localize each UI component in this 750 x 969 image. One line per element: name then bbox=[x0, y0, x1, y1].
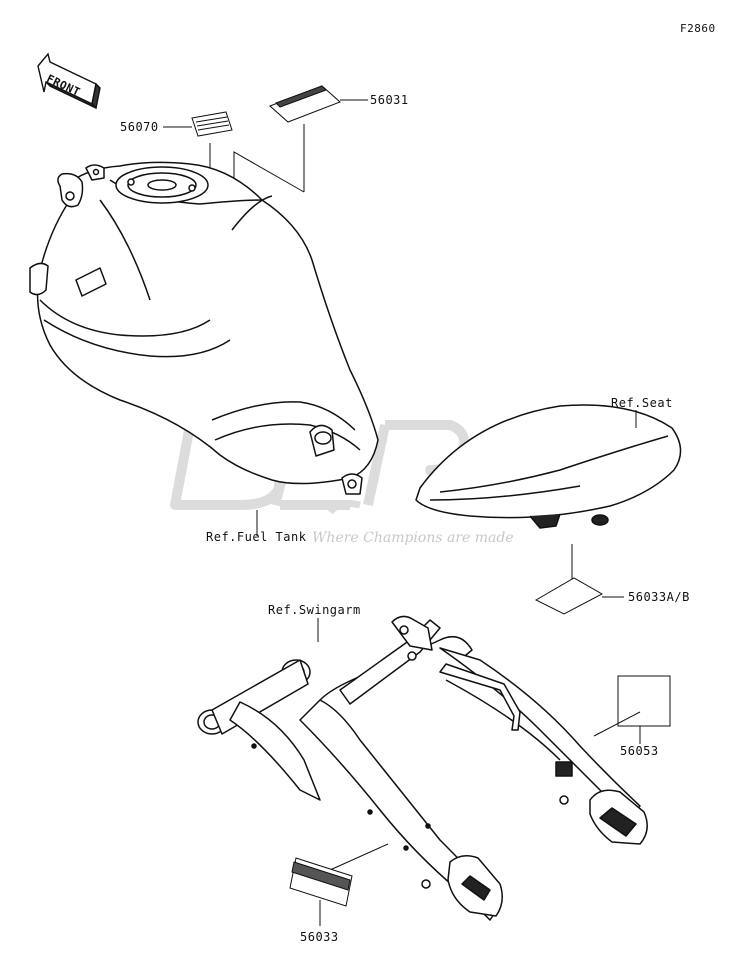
decal-56053 bbox=[617, 675, 671, 727]
decal-56033ab bbox=[534, 577, 604, 615]
figure-code: F2860 bbox=[680, 22, 716, 35]
callout-56070: 56070 bbox=[120, 120, 159, 134]
callout-ref-swingarm: Ref.Swingarm bbox=[268, 603, 361, 617]
callout-56033: 56033 bbox=[300, 930, 339, 944]
leader-56053-a bbox=[593, 711, 641, 737]
decal-56033 bbox=[289, 857, 353, 907]
leader-56033-swingarm bbox=[329, 843, 389, 871]
seat bbox=[415, 404, 682, 529]
callout-56031: 56031 bbox=[370, 93, 409, 107]
watermark-tagline: Where Champions are made bbox=[312, 530, 514, 546]
decal-56031 bbox=[269, 85, 341, 123]
front-arrow-icon bbox=[37, 52, 101, 110]
callout-ref-fuel-tank: Ref.Fuel Tank bbox=[206, 530, 307, 544]
fuel-tank bbox=[29, 161, 379, 495]
decal-56070 bbox=[191, 111, 233, 137]
callout-56053: 56053 bbox=[620, 744, 659, 758]
callout-56033ab: 56033A/B bbox=[628, 590, 690, 604]
callout-ref-seat: Ref.Seat bbox=[611, 396, 673, 410]
swingarm bbox=[197, 615, 648, 921]
